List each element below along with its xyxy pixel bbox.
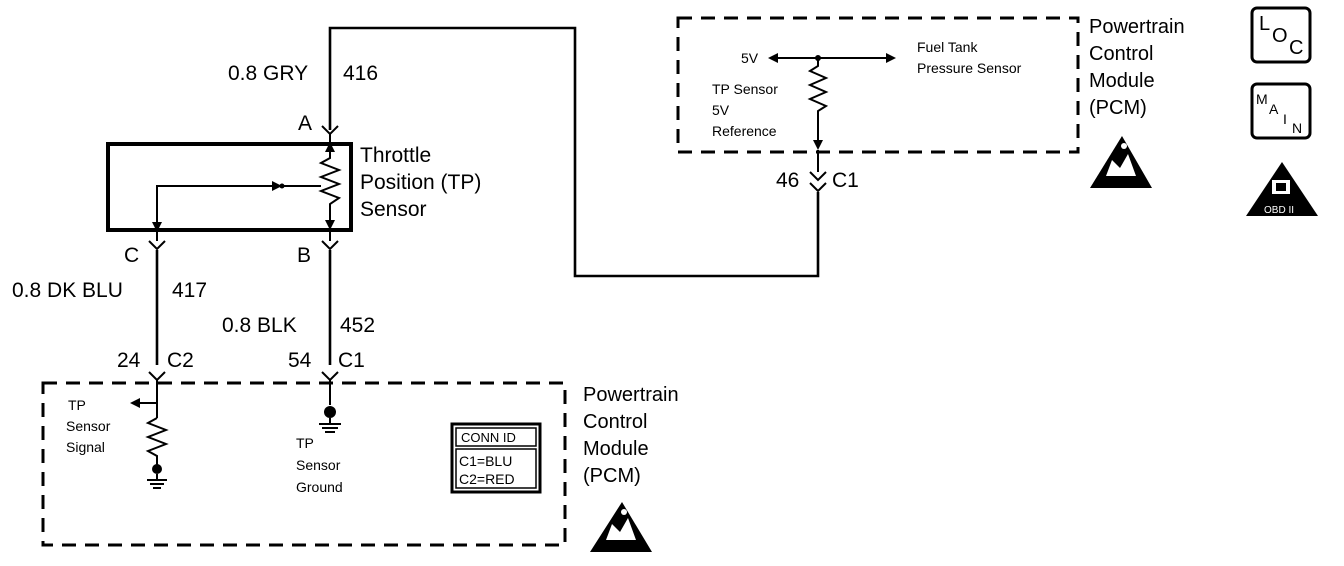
loc-icon	[1250, 6, 1312, 64]
pcm-lower-title-4: (PCM)	[583, 465, 641, 487]
tp-ground-label-2: Sensor	[296, 457, 341, 473]
tp-sensor-title-1: Throttle	[360, 144, 431, 167]
tp-sensor-title-3: Sensor	[360, 198, 427, 221]
tp-ground-label-3: Ground	[296, 479, 343, 495]
fuel-tank-label-1: Fuel Tank	[917, 39, 978, 55]
main-icon-letter-n: N	[1292, 120, 1302, 136]
tp-sensor-pin-a: A	[298, 112, 312, 135]
main-icon-letter-i: I	[1283, 111, 1287, 127]
obd-ii-label: OBD II	[1264, 205, 1294, 216]
pcm-upper-title-4: (PCM)	[1089, 97, 1147, 119]
fuel-tank-label-2: Pressure Sensor	[917, 60, 1022, 76]
tp-sensor-title-2: Position (TP)	[360, 171, 481, 194]
pcm-upper-title-1: Powertrain	[1089, 16, 1185, 38]
wire-452-circuit: 452	[340, 314, 375, 337]
conn-id-title: CONN ID	[461, 430, 516, 445]
loc-icon-letter-l: L	[1259, 13, 1270, 35]
esd-warning-icon-lower	[590, 502, 652, 552]
pcm-upper-pin-46: 46	[776, 169, 799, 192]
main-icon-letter-m: M	[1256, 91, 1268, 107]
pcm-upper-conn-c1: C1	[832, 169, 859, 192]
esd-warning-icon-upper	[1090, 136, 1152, 188]
pcm-lower-conn-c2: C2	[167, 349, 194, 372]
pcm-lower-title-2: Control	[583, 411, 647, 433]
tp-signal-label-1: TP	[68, 397, 86, 413]
tp-ref-label-2: 5V	[712, 102, 730, 118]
tp-sensor-pin-b: B	[297, 244, 311, 267]
wire-416-size-color: 0.8 GRY	[228, 62, 308, 85]
main-icon-letter-a: A	[1269, 101, 1279, 117]
tp-signal-label-2: Sensor	[66, 418, 111, 434]
tp-sensor-component	[106, 134, 353, 241]
wire-416-gry	[328, 26, 820, 278]
pcm-upper-reference-circuit	[768, 53, 896, 182]
pcm-lower-box	[41, 381, 567, 547]
loc-icon-letter-o: O	[1272, 25, 1288, 47]
tp-ref-label-1: TP Sensor	[712, 81, 778, 97]
conn-id-c2: C2=RED	[459, 471, 515, 487]
pcm-lower-conn-c1: C1	[338, 349, 365, 372]
wire-452-size-color: 0.8 BLK	[222, 314, 297, 337]
connector-marks	[148, 125, 827, 382]
pcm-lower-pin-54: 54	[288, 349, 312, 372]
pcm-upper-title-2: Control	[1089, 43, 1153, 65]
conn-id-box	[450, 422, 542, 494]
obd-ii-icon	[1246, 162, 1318, 216]
wire-416-circuit: 416	[343, 62, 378, 85]
conn-id-c1: C1=BLU	[459, 453, 512, 469]
pcm-upper-title-3: Module	[1089, 70, 1155, 92]
pcm-lower-signal-circuit	[130, 380, 169, 489]
pcm-lower-pin-24: 24	[117, 349, 141, 372]
pcm-lower-ground-circuit	[319, 380, 341, 433]
pcm-lower-title-1: Powertrain	[583, 384, 679, 406]
wire-417-size-color: 0.8 DK BLU	[12, 279, 123, 302]
pcm-upper-box	[676, 16, 1080, 154]
tp-ref-label-3: Reference	[712, 123, 777, 139]
tp-signal-label-3: Signal	[66, 439, 105, 455]
tp-ground-label-1: TP	[296, 435, 314, 451]
wire-417-circuit: 417	[172, 279, 207, 302]
main-icon	[1250, 82, 1312, 140]
pcm-lower-title-3: Module	[583, 438, 649, 460]
loc-icon-letter-c: C	[1289, 37, 1303, 59]
tp-sensor-pin-c: C	[124, 244, 139, 267]
supply-5v-label: 5V	[741, 50, 759, 66]
